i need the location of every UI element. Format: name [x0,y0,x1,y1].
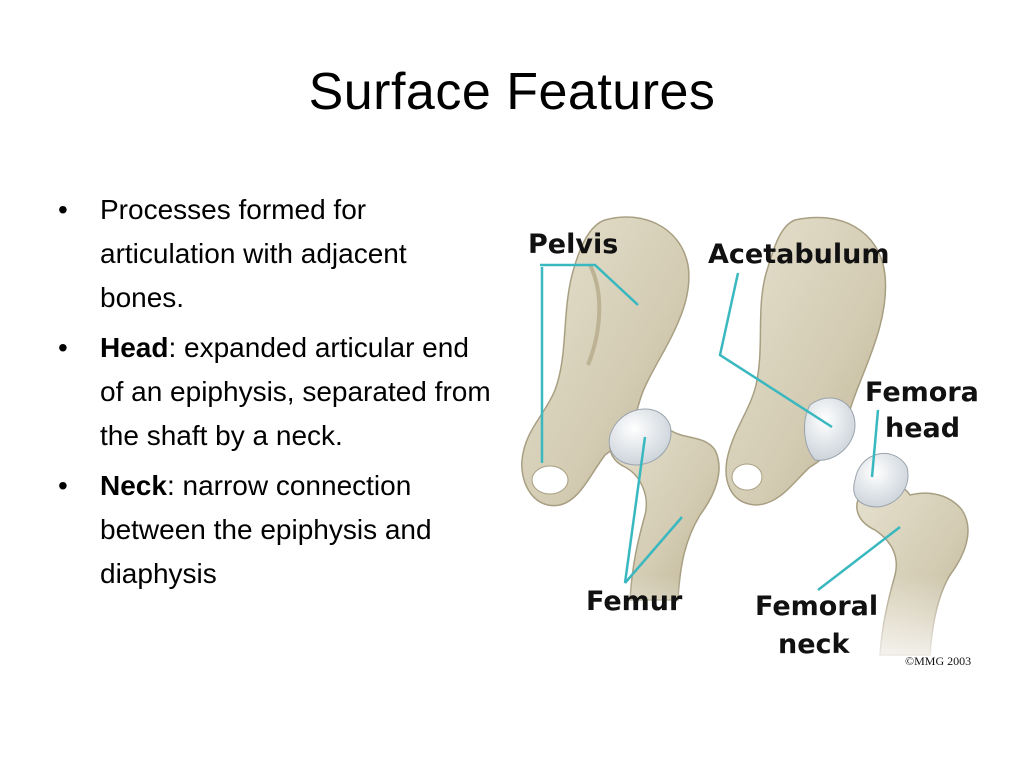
pelvis-pointer [540,263,639,306]
label-femur: Femur [586,586,683,617]
bullet-list: • Processes formed for articulation with… [58,188,498,602]
label-femoral-head-line2: head [885,413,960,444]
bullet-glyph: • [58,194,68,225]
bottom-fade [510,575,980,680]
label-femoral-neck-line1: Femoral [755,591,878,622]
hip-joint-illustration: Pelvis Acetabulum Femoral head Femur Fem… [510,216,980,680]
left-femur-bone [608,408,720,601]
bullet-separator: : [168,332,177,363]
bullet-glyph: • [58,470,68,501]
label-acetabulum: Acetabulum [708,239,890,270]
hip-joint-figure: Pelvis Acetabulum Femoral head Femur Fem… [510,205,980,680]
bullet-item: • Neck: narrow connection between the ep… [58,464,498,596]
bullet-item: • Processes formed for articulation with… [58,188,498,320]
bullet-separator: : [166,470,175,501]
bullet-text: narrow connection between the epiphysis … [100,470,432,589]
acetabulum-pointer [718,272,833,429]
femur-pointer-b [624,516,683,584]
left-pelvis-bone [521,216,690,507]
bullet-term: Head [100,332,169,363]
bullet-item: • Head: expanded articular end of an epi… [58,326,498,458]
femur-pointer-a [623,436,647,584]
label-femoral-head-line1: Femoral [865,377,980,408]
slide-title: Surface Features [308,63,716,121]
bullet-term: Neck [100,470,167,501]
bullet-text: expanded articular end of an epiphysis, … [100,332,491,451]
bullet-text: Processes formed for articulation with a… [100,194,407,313]
label-femoral-neck-line2: neck [778,629,851,660]
right-pelvis-bone [725,216,887,506]
bullet-glyph: • [58,332,68,363]
femoral-neck-pointer [817,526,901,591]
copyright-notice: ©MMG 2003 [905,654,971,668]
label-pelvis: Pelvis [528,229,618,260]
pointer-lines [540,263,901,591]
femoral-head-pointer [870,409,880,478]
